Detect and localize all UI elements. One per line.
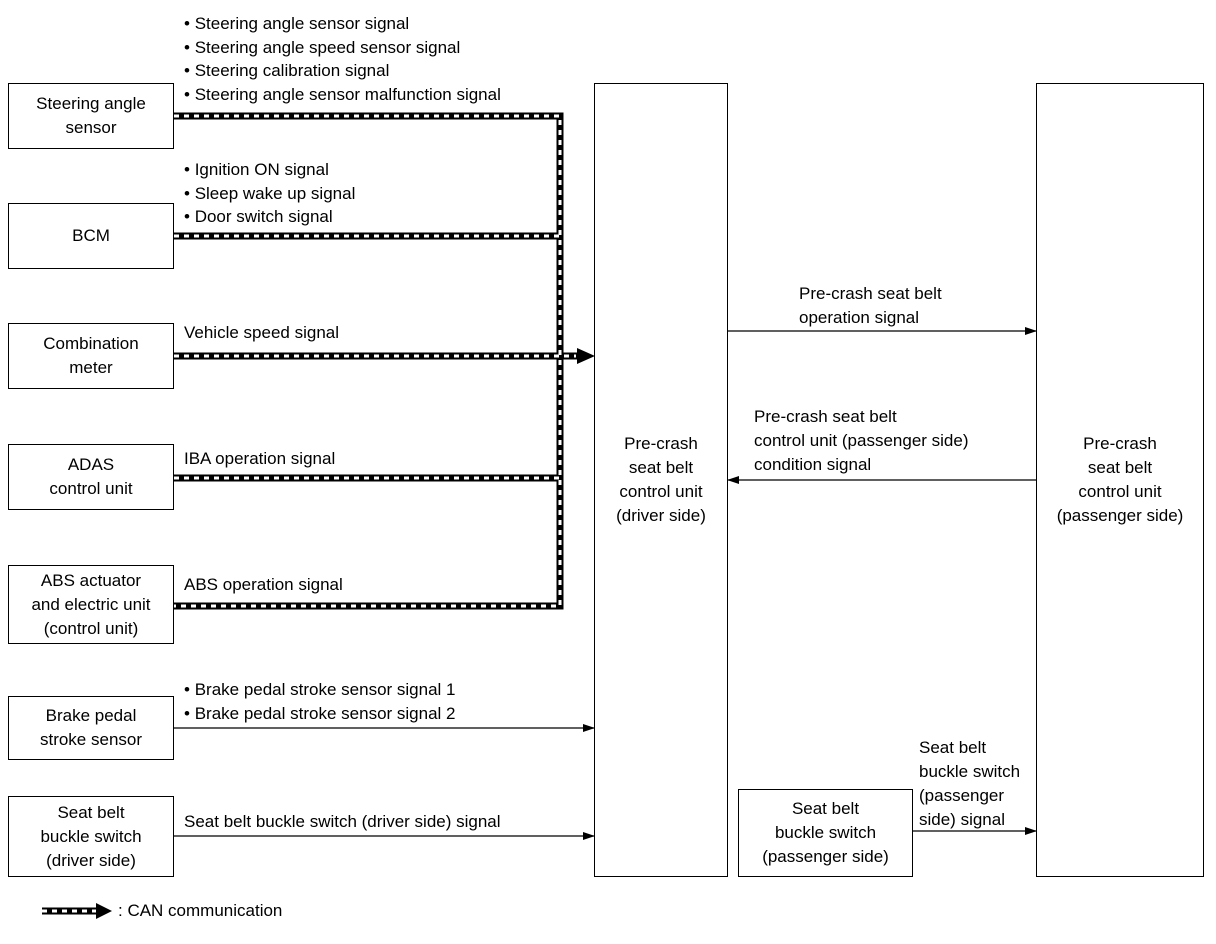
box-label: (passenger side) [1056, 506, 1184, 525]
signal-label: Steering angle sensor malfunction signal [184, 83, 501, 107]
box-label: Seat belt [57, 802, 125, 822]
box-label: BCM [72, 226, 110, 245]
box-label: control unit [49, 479, 133, 498]
box-label: seat belt [628, 458, 694, 477]
box-label: Steering angle [36, 94, 146, 113]
label-line: Pre-crash seat belt [799, 284, 942, 303]
label-line: buckle switch [919, 762, 1021, 781]
operation-signal-label: Pre-crash seat belt operation signal [799, 282, 942, 330]
adas-control-unit-box: ADAS control unit [8, 444, 174, 510]
iba-operation-signal-label: IBA operation signal [184, 449, 336, 468]
pre-crash-passenger-unit-box: Pre-crash seat belt control unit (passen… [1036, 83, 1204, 877]
box-label: control unit [1078, 482, 1162, 501]
bcm-box: BCM [8, 203, 174, 269]
box-label: meter [69, 358, 113, 377]
signal-label: Ignition ON signal [184, 158, 355, 182]
legend-label: : CAN communication [118, 901, 283, 920]
box-label: and electric unit [31, 594, 151, 614]
driver-buckle-signal-label: Seat belt buckle switch (driver side) si… [184, 812, 501, 831]
box-label: (control unit) [43, 618, 139, 638]
box-label: sensor [65, 118, 117, 137]
vehicle-speed-signal-label: Vehicle speed signal [184, 323, 340, 342]
box-label: Pre-crash [624, 434, 698, 453]
label-line: side) signal [919, 810, 1005, 829]
signal-label: Brake pedal stroke sensor signal 1 [184, 678, 456, 702]
can-bus [170, 112, 595, 610]
signal-label: Steering angle speed sensor signal [184, 36, 501, 60]
signal-label: Steering angle sensor signal [184, 12, 501, 36]
label-line: (passenger [919, 786, 1005, 805]
passenger-buckle-signal-label: Seat belt buckle switch (passenger side)… [919, 736, 1020, 832]
label-line: operation signal [799, 308, 920, 327]
abs-actuator-box: ABS actuator and electric unit (control … [8, 565, 174, 644]
box-label: control unit [619, 482, 703, 501]
seat-belt-buckle-switch-driver-box: Seat belt buckle switch (driver side) [8, 796, 174, 877]
box-label: stroke sensor [39, 730, 143, 749]
box-label: buckle switch [40, 826, 142, 846]
box-label: Combination [43, 334, 139, 353]
brake-pedal-signals: Brake pedal stroke sensor signal 1 Brake… [184, 678, 456, 725]
box-label: (driver side) [616, 506, 706, 525]
signal-label: Brake pedal stroke sensor signal 2 [184, 702, 456, 726]
box-label: (driver side) [46, 850, 136, 870]
can-arrowhead [577, 348, 595, 364]
signal-label: Door switch signal [184, 205, 355, 229]
abs-operation-signal-label: ABS operation signal [184, 575, 343, 594]
label-line: control unit (passenger side) [754, 431, 969, 450]
label-line: condition signal [754, 455, 872, 474]
box-label: Pre-crash [1083, 434, 1157, 453]
seat-belt-buckle-switch-passenger-box: Seat belt buckle switch (passenger side) [738, 789, 913, 877]
box-label: Brake pedal [45, 706, 137, 725]
box-label: buckle switch [774, 823, 877, 842]
condition-signal-label: Pre-crash seat belt control unit (passen… [754, 405, 969, 477]
steering-signals: Steering angle sensor signal Steering an… [184, 12, 501, 106]
bcm-signals: Ignition ON signal Sleep wake up signal … [184, 158, 356, 229]
box-label: ADAS [67, 455, 115, 474]
box-label: (passenger side) [762, 847, 889, 866]
pre-crash-driver-unit-box: Pre-crash seat belt control unit (driver… [594, 83, 728, 877]
signal-label: Sleep wake up signal [184, 182, 356, 206]
brake-pedal-stroke-sensor-box: Brake pedal stroke sensor [8, 696, 174, 760]
label-line: Seat belt [919, 738, 987, 757]
combination-meter-box: Combination meter [8, 323, 174, 389]
box-label: seat belt [1087, 458, 1153, 477]
label-line: Pre-crash seat belt [754, 407, 897, 426]
box-label: ABS actuator [40, 570, 142, 590]
steering-angle-sensor-box: Steering angle sensor [8, 83, 174, 149]
box-label: Seat belt [791, 799, 860, 818]
legend-can-symbol [42, 903, 112, 919]
signal-label: Steering calibration signal [184, 59, 501, 83]
